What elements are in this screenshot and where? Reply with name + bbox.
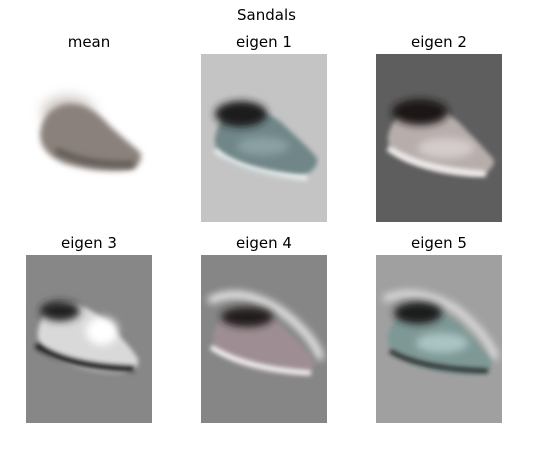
eigen-5-shoe-image [376, 255, 502, 423]
mean-shoe-image [26, 54, 152, 222]
panel-title: eigen 2 [411, 33, 467, 51]
panel-title: eigen 4 [236, 234, 292, 252]
panel-title: eigen 3 [61, 234, 117, 252]
eigen-1-shoe-image [201, 54, 327, 222]
panel-title: eigen 5 [411, 234, 467, 252]
figure-title: Sandals [237, 6, 296, 24]
eigen-4-shoe-image [201, 255, 327, 423]
panel-title: eigen 1 [236, 33, 292, 51]
eigen-3-shoe-image [26, 255, 152, 423]
eigen-2-shoe-image [376, 54, 502, 222]
panel-title: mean [67, 33, 111, 51]
